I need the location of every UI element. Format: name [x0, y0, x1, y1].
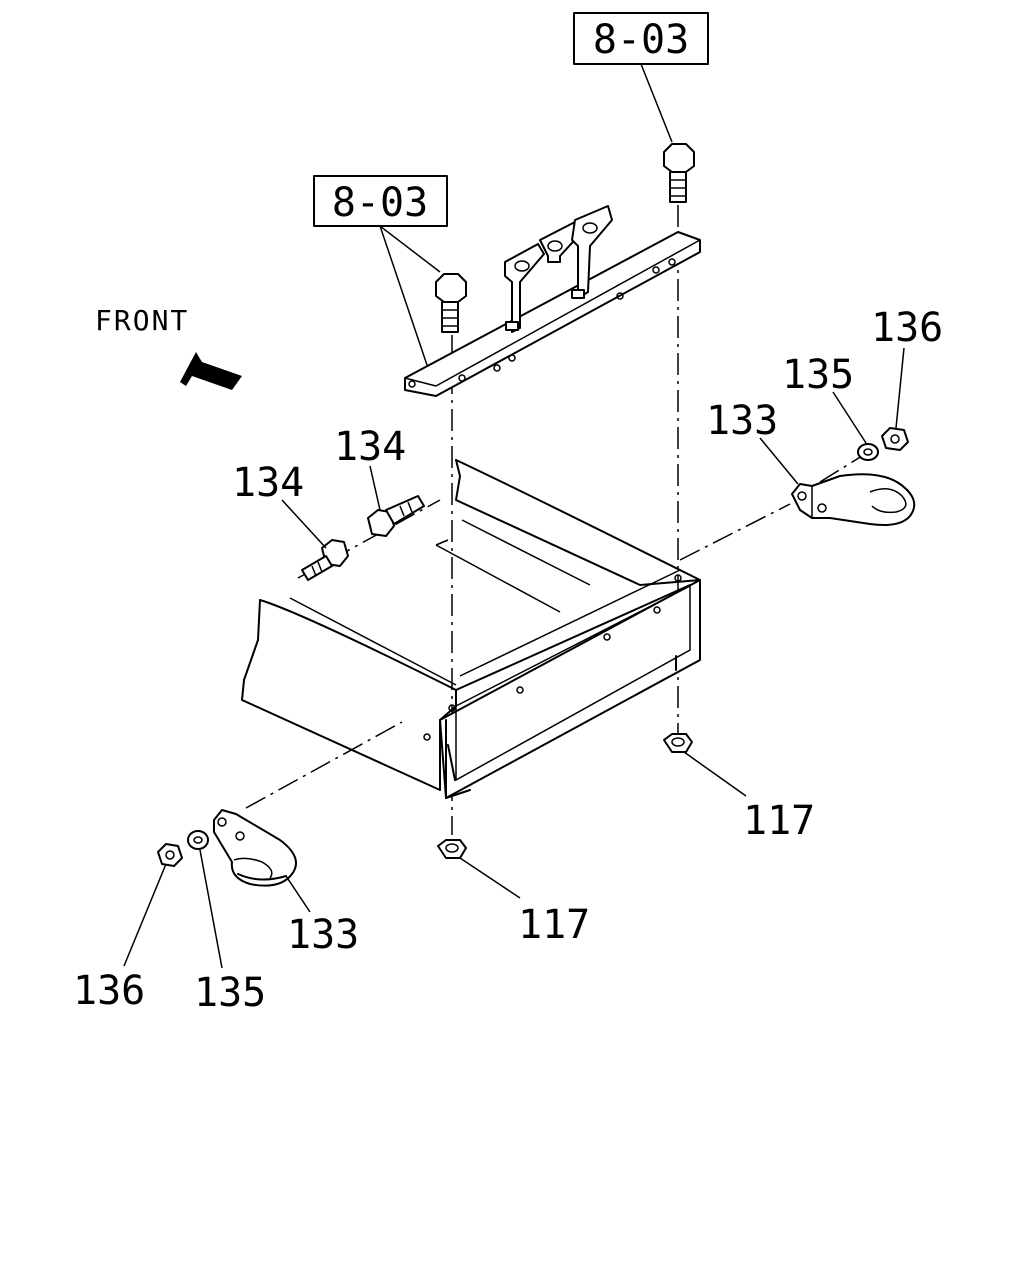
tow-hook-right[interactable] [791, 473, 916, 526]
leader-136-left [123, 863, 167, 967]
leader-117-left [459, 857, 521, 899]
front-arrow-icon [180, 352, 242, 390]
front-label: FRONT [95, 304, 189, 337]
nut-136-right[interactable] [881, 427, 909, 451]
bolt-top-left[interactable] [435, 273, 467, 333]
ref-left-text: 8-03 [332, 180, 428, 226]
axis-washer-right [819, 455, 863, 483]
label-136-left: 136 [73, 968, 145, 1014]
ref-top-text: 8-03 [593, 17, 689, 63]
leader-ref-top [640, 63, 673, 143]
leader-ref-left-a [379, 225, 441, 273]
ref-box-left[interactable]: 8-03 [313, 175, 448, 227]
leader-133-right [759, 437, 799, 485]
leader-ref-left-b [379, 225, 429, 369]
label-134-lower: 134 [232, 460, 304, 506]
tow-hook-left[interactable] [213, 809, 297, 887]
label-134-upper: 134 [334, 424, 406, 470]
nut-117-right[interactable] [663, 733, 693, 753]
label-136-right: 136 [871, 305, 943, 351]
frame-cross-member[interactable] [241, 459, 701, 799]
label-135-left: 135 [194, 970, 266, 1016]
ref-box-top[interactable]: 8-03 [573, 12, 709, 65]
leader-134-upper [369, 465, 381, 511]
axis-right-hook [679, 503, 791, 561]
leader-135-right [832, 391, 867, 444]
leader-135-left [199, 849, 223, 969]
bolt-134-lower[interactable] [301, 539, 349, 581]
leader-136-right [895, 347, 905, 429]
bolt-134-upper[interactable] [367, 495, 425, 537]
label-117-left: 117 [518, 902, 590, 948]
label-133-left: 133 [287, 912, 359, 958]
mounting-bracket[interactable] [404, 205, 701, 397]
leader-134-lower [281, 499, 327, 549]
leader-117-right [683, 751, 747, 797]
nut-136-left[interactable] [157, 843, 183, 867]
label-135-right: 135 [782, 352, 854, 398]
nut-117-left[interactable] [437, 839, 467, 859]
label-117-right: 117 [743, 798, 815, 844]
axis-left-hook [245, 721, 403, 809]
label-133-right: 133 [706, 398, 778, 444]
axis-bolt-lower [297, 499, 441, 579]
leader-133-left [285, 875, 311, 913]
washer-135-left[interactable] [187, 830, 209, 850]
bolt-top-right[interactable] [663, 143, 695, 203]
washer-135-right[interactable] [857, 443, 879, 461]
